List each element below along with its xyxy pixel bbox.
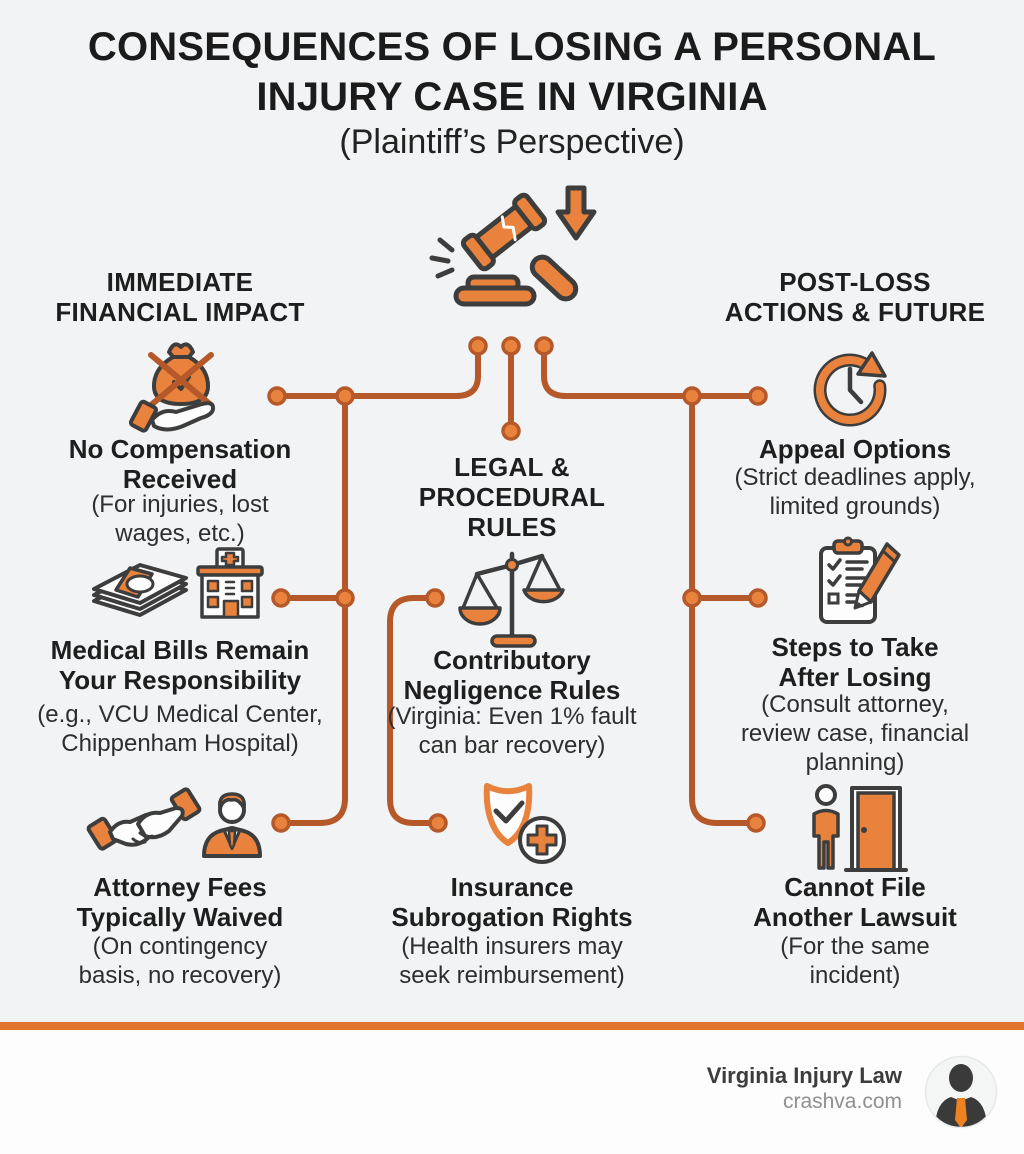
item-subtitle: (On contingency basis, no recovery) xyxy=(78,933,282,989)
item-subtitle: (Strict deadlines apply, limited grounds… xyxy=(734,464,976,520)
businessman-icon xyxy=(202,792,262,858)
pencil-icon xyxy=(853,542,901,610)
insurance-shield-icon xyxy=(483,783,566,864)
person-silhouette-icon xyxy=(935,1064,987,1128)
tie-icon xyxy=(955,1098,967,1128)
item-subtitle: (e.g., VCU Medical Center, Chippenham Ho… xyxy=(37,701,323,757)
appeal-clock-icon xyxy=(813,351,887,427)
item-title: Contributory Negligence Rules xyxy=(403,645,621,705)
attorney-fees-icon xyxy=(86,787,262,858)
item-title: Attorney Fees Typically Waived xyxy=(76,872,284,932)
item-title: No Compensation Received xyxy=(68,434,292,494)
brand-name: Virginia Injury Law xyxy=(706,1063,902,1088)
item-subtitle: (For the same incident) xyxy=(780,933,930,989)
medical-bills-icon xyxy=(92,547,264,619)
footer xyxy=(0,1030,1024,1154)
item-subtitle: (Virginia: Even 1% fault can bar recover… xyxy=(387,703,637,759)
cross-out-icon xyxy=(148,352,214,408)
item-subtitle: (For injuries, lost wages, etc.) xyxy=(91,491,269,547)
medical-cross-icon xyxy=(526,824,558,856)
person-door-icon xyxy=(812,784,908,872)
item-title: Cannot File Another Lawsuit xyxy=(753,872,957,932)
open-hand-icon xyxy=(150,401,216,432)
page-title: CONSEQUENCES OF LOSING A PERSONAL INJURY… xyxy=(87,25,937,119)
brand-logo xyxy=(924,1055,998,1129)
connector-nodes xyxy=(267,336,768,833)
down-arrow-icon xyxy=(555,185,597,241)
hospital-icon xyxy=(196,547,264,619)
page-subtitle: (Plaintiff’s Perspective) xyxy=(339,123,685,161)
column-header-post-loss-actions: POST-LOSS ACTIONS & FUTURE xyxy=(724,267,986,327)
item-title: Appeal Options xyxy=(758,434,952,464)
broken-gavel-icon xyxy=(429,185,597,307)
scales-of-justice-icon xyxy=(458,551,565,648)
item-title: Insurance Subrogation Rights xyxy=(391,872,633,932)
footer-divider xyxy=(0,1022,1024,1030)
item-subtitle: (Consult attorney, review case, financia… xyxy=(740,691,970,776)
handshake-icon xyxy=(86,787,202,851)
item-subtitle: (Health insurers may seek reimbursement) xyxy=(399,933,625,989)
no-compensation-icon xyxy=(128,342,216,433)
column-header-immediate-financial-impact: IMMEDIATE FINANCIAL IMPACT xyxy=(55,267,305,327)
person-icon xyxy=(812,784,840,870)
item-title: Steps to Take After Losing xyxy=(771,632,939,692)
item-title: Medical Bills Remain Your Responsibility xyxy=(50,635,310,695)
column-header-legal-procedural-rules: LEGAL & PROCEDURAL RULES xyxy=(418,452,606,542)
checklist-icon xyxy=(819,536,901,624)
brand-website: crashva.com xyxy=(782,1090,902,1113)
